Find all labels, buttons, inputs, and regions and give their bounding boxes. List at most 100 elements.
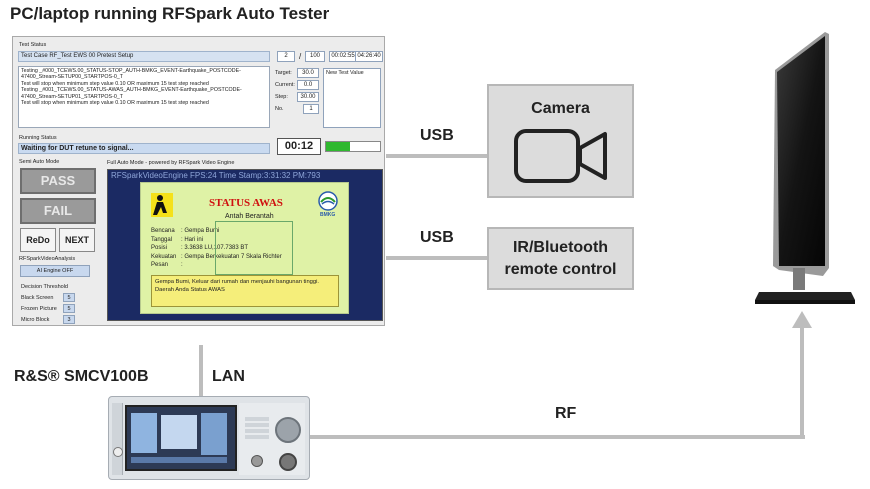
threshold-value-frozen-picture[interactable]: 5 <box>63 304 75 313</box>
log-line: Test will stop when minimum step value 0… <box>21 80 209 87</box>
alert-message-line: Gempa Bumi, Keluar dari rumah dan menjau… <box>155 279 320 285</box>
decision-threshold-label: Decision Threshold <box>21 284 68 290</box>
redo-button[interactable]: ReDo <box>20 228 56 252</box>
diagram-title: PC/laptop running RFSpark Auto Tester <box>10 4 330 23</box>
step-label: Step: <box>275 94 288 100</box>
device-port-icon <box>251 455 263 467</box>
alert-title: STATUS AWAS <box>209 197 283 209</box>
smcv100b-device <box>108 396 310 480</box>
log-line: Test will stop when minimum step value 0… <box>21 100 209 107</box>
device-rf-out-icon <box>279 453 297 471</box>
alert-row: Pesan: <box>151 261 282 270</box>
no-value: 1 <box>303 104 319 114</box>
device-screen-ui-block <box>131 413 157 453</box>
threshold-label-black-screen: Black Screen <box>21 295 54 301</box>
remote-label-line1: IR/Bluetooth <box>512 238 609 256</box>
device-power-icon <box>113 447 123 457</box>
video-overlay-text: RFSparkVideoEngine FPS:24 Time Stamp:3:3… <box>111 171 321 180</box>
bmkg-text: BMKG <box>320 212 336 218</box>
current-value: 0.0 <box>297 80 319 90</box>
device-screen-ui-bar <box>131 457 227 463</box>
log-line: 47400_Stream-SETUP00_STARTPOS-0_T <box>21 74 123 81</box>
device-screen <box>125 405 237 471</box>
pass-button[interactable]: PASS <box>20 168 96 194</box>
test-status-label: Test Status <box>19 42 47 48</box>
target-label: Target: <box>275 70 292 76</box>
usb-remote-connector <box>386 256 489 260</box>
rfspark-app-window: Test Status Test Case RF_Test EWS 00 Pre… <box>12 36 385 326</box>
device-screen-ui-block <box>201 413 227 455</box>
device-knob-icon <box>275 417 301 443</box>
device-label: R&S® SMCV100B <box>14 368 149 385</box>
step-current-field[interactable]: 2 <box>277 51 295 62</box>
semi-auto-label: Semi Auto Mode <box>19 159 60 165</box>
threshold-label-frozen-picture: Frozen Picture <box>21 306 57 312</box>
device-keypad <box>245 417 269 441</box>
camera-box: Camera <box>487 84 634 198</box>
step-separator: / <box>299 52 302 61</box>
rf-connector-vertical <box>800 325 804 439</box>
alert-message-box: Gempa Bumi, Keluar dari rumah dan menjau… <box>151 275 339 307</box>
log-line: Testing _#001_TCEWS.00_STATUS-AWAS_AUTH-… <box>21 87 242 94</box>
time-elapsed-field: 00:02:55 <box>329 51 357 62</box>
alert-row-key: Bencana <box>151 228 175 234</box>
log-line: Testing _#000_TCEWS.00_STATUS-STOP_AUTH-… <box>21 68 241 74</box>
usb-label-top: USB <box>420 127 454 144</box>
alert-row: Tanggal : Hari ini <box>151 236 282 245</box>
detection-box <box>215 221 293 275</box>
device-right-panel <box>239 403 305 475</box>
target-value[interactable]: 30.0 <box>297 68 319 78</box>
threshold-label-micro-block: Micro Block <box>21 317 50 323</box>
lan-label: LAN <box>212 368 245 385</box>
threshold-value-micro-block[interactable]: 3 <box>63 315 75 324</box>
current-label: Current: <box>275 82 295 88</box>
alert-row-value: : Gempa Bumi <box>181 228 220 234</box>
alert-row-value: : 3.3638 LU,107.7383 BT <box>181 245 249 251</box>
test-log: Testing _#000_TCEWS.00_STATUS-STOP_AUTH-… <box>18 66 270 128</box>
no-label: No. <box>275 106 284 112</box>
lan-connector <box>199 345 203 397</box>
alert-row-key: Kekuatan <box>151 253 177 260</box>
test-case-bar: Test Case RF_Test EWS 00 Pretest Setup <box>18 51 270 62</box>
device-screen-ui-block <box>161 415 197 449</box>
remote-label-line2: remote control <box>504 260 617 278</box>
video-preview: RFSparkVideoEngine FPS:24 Time Stamp:3:3… <box>107 169 383 321</box>
rf-label: RF <box>555 405 577 422</box>
bmkg-logo-icon <box>318 191 338 211</box>
video-analysis-label: RFSparkVideoAnalysis <box>19 256 76 262</box>
running-status-label: Running Status <box>19 135 57 141</box>
progress-bar <box>325 141 381 152</box>
usb-label-bottom: USB <box>420 229 454 246</box>
alert-row-key: Pesan <box>151 262 169 268</box>
step-total-field: 100 <box>305 51 325 62</box>
log-line: 47400_Stream-SETUP01_STARTPOS-0_T <box>21 93 123 100</box>
threshold-value-black-screen[interactable]: 5 <box>63 293 75 302</box>
alert-row-key: Tanggal <box>151 236 173 243</box>
device-left-panel <box>112 403 123 475</box>
remote-control-box: IR/Bluetooth remote control <box>487 227 634 290</box>
new-test-value-box[interactable]: New Test Value <box>323 68 381 128</box>
alert-row-key: Posisi <box>151 245 168 251</box>
camera-icon <box>513 129 607 183</box>
alert-row: Kekuatan : Gempa Berkekuatan 7 Skala Rich… <box>151 253 282 262</box>
television-icon <box>755 32 855 304</box>
ai-engine-toggle[interactable]: AI Engine OFF <box>20 265 90 277</box>
alert-subtitle: Antah Berantah <box>225 213 274 220</box>
alert-screen: STATUS AWAS Antah Berantah BMKG Bencana:… <box>140 182 349 314</box>
alert-row-value: : Hari ini <box>181 236 204 243</box>
alert-row: Posisi : 3.3638 LU,107.7383 BT <box>151 244 282 253</box>
alert-details: Bencana : Gempa Bumi Tanggal : Hari ini Po… <box>151 227 282 270</box>
step-value[interactable]: 30.00 <box>297 92 319 102</box>
alert-row: Bencana : Gempa Bumi <box>151 227 282 236</box>
alert-message-line: Daerah Anda Status AWAS <box>155 287 225 293</box>
running-status-bar: Waiting for DUT retune to signal... <box>18 143 270 154</box>
alert-row-value: : Gempa Berkekuatan 7 Skala Richter <box>181 253 282 260</box>
next-button[interactable]: NEXT <box>59 228 95 252</box>
fail-button[interactable]: FAIL <box>20 198 96 224</box>
rf-connector-horizontal <box>310 435 805 439</box>
rf-arrowhead-icon <box>792 311 812 328</box>
warning-person-icon <box>151 193 173 217</box>
full-auto-label: Full Auto Mode - powered by RFSpark Vide… <box>107 160 235 166</box>
camera-label: Camera <box>531 100 590 117</box>
timer-display: 00:12 <box>277 138 321 155</box>
